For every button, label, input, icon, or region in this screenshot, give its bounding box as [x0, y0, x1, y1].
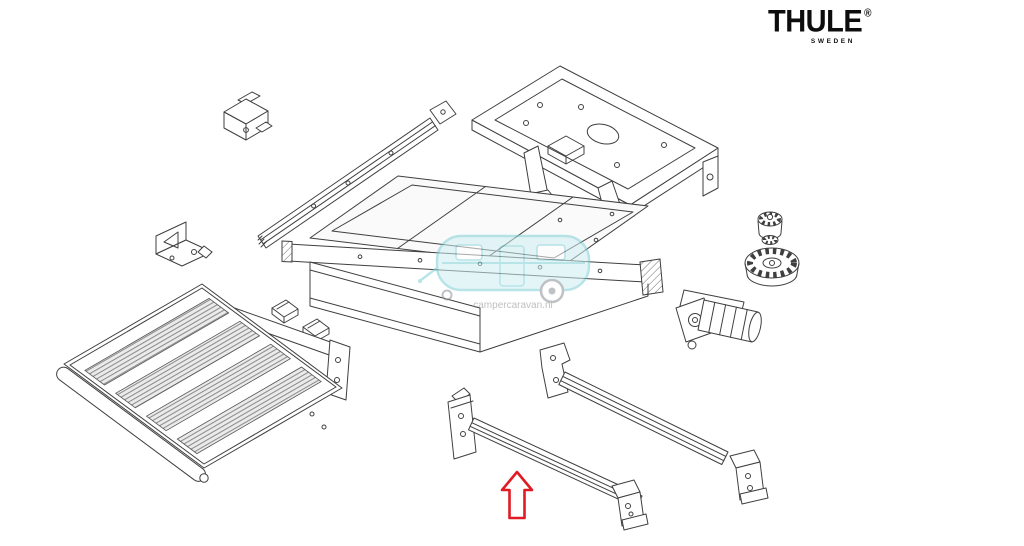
upper-left-bracket [223, 91, 273, 141]
brand-logo: THULE® SWEDEN [768, 4, 872, 45]
side-flange [702, 155, 719, 197]
rail-end-bracket [429, 100, 457, 125]
spacer-clips [271, 299, 330, 343]
caravan-icon [418, 234, 591, 304]
left-corner-bracket [155, 221, 213, 267]
rail-end-plate [447, 387, 477, 460]
platform-deck [63, 283, 343, 469]
watermark-text: campercaravan.nl [473, 300, 552, 311]
registered-mark-icon: ® [864, 7, 872, 20]
highlighted-slide-rail [447, 387, 649, 531]
highlight-arrow [500, 470, 534, 520]
drive-motor [675, 289, 762, 350]
watermark: campercaravan.nl [418, 234, 591, 311]
platform-front-roller [56, 366, 209, 483]
step-platform [56, 283, 351, 483]
brand-sublabel: SWEDEN [810, 38, 856, 45]
right-slide-rail [539, 342, 769, 505]
upper-mounting-rail [257, 100, 457, 249]
rail-corner-bracket [611, 479, 649, 531]
tread-strip [114, 320, 261, 409]
rail-right-bracket [729, 449, 769, 505]
rail-left-bracket [539, 342, 571, 399]
tread-strip [84, 297, 230, 386]
tread-strip [176, 366, 322, 455]
bevel-gear-set [744, 211, 800, 287]
brand-name: THULE [768, 4, 863, 40]
frame-end-cap [639, 258, 664, 296]
tread-strip [145, 343, 292, 432]
